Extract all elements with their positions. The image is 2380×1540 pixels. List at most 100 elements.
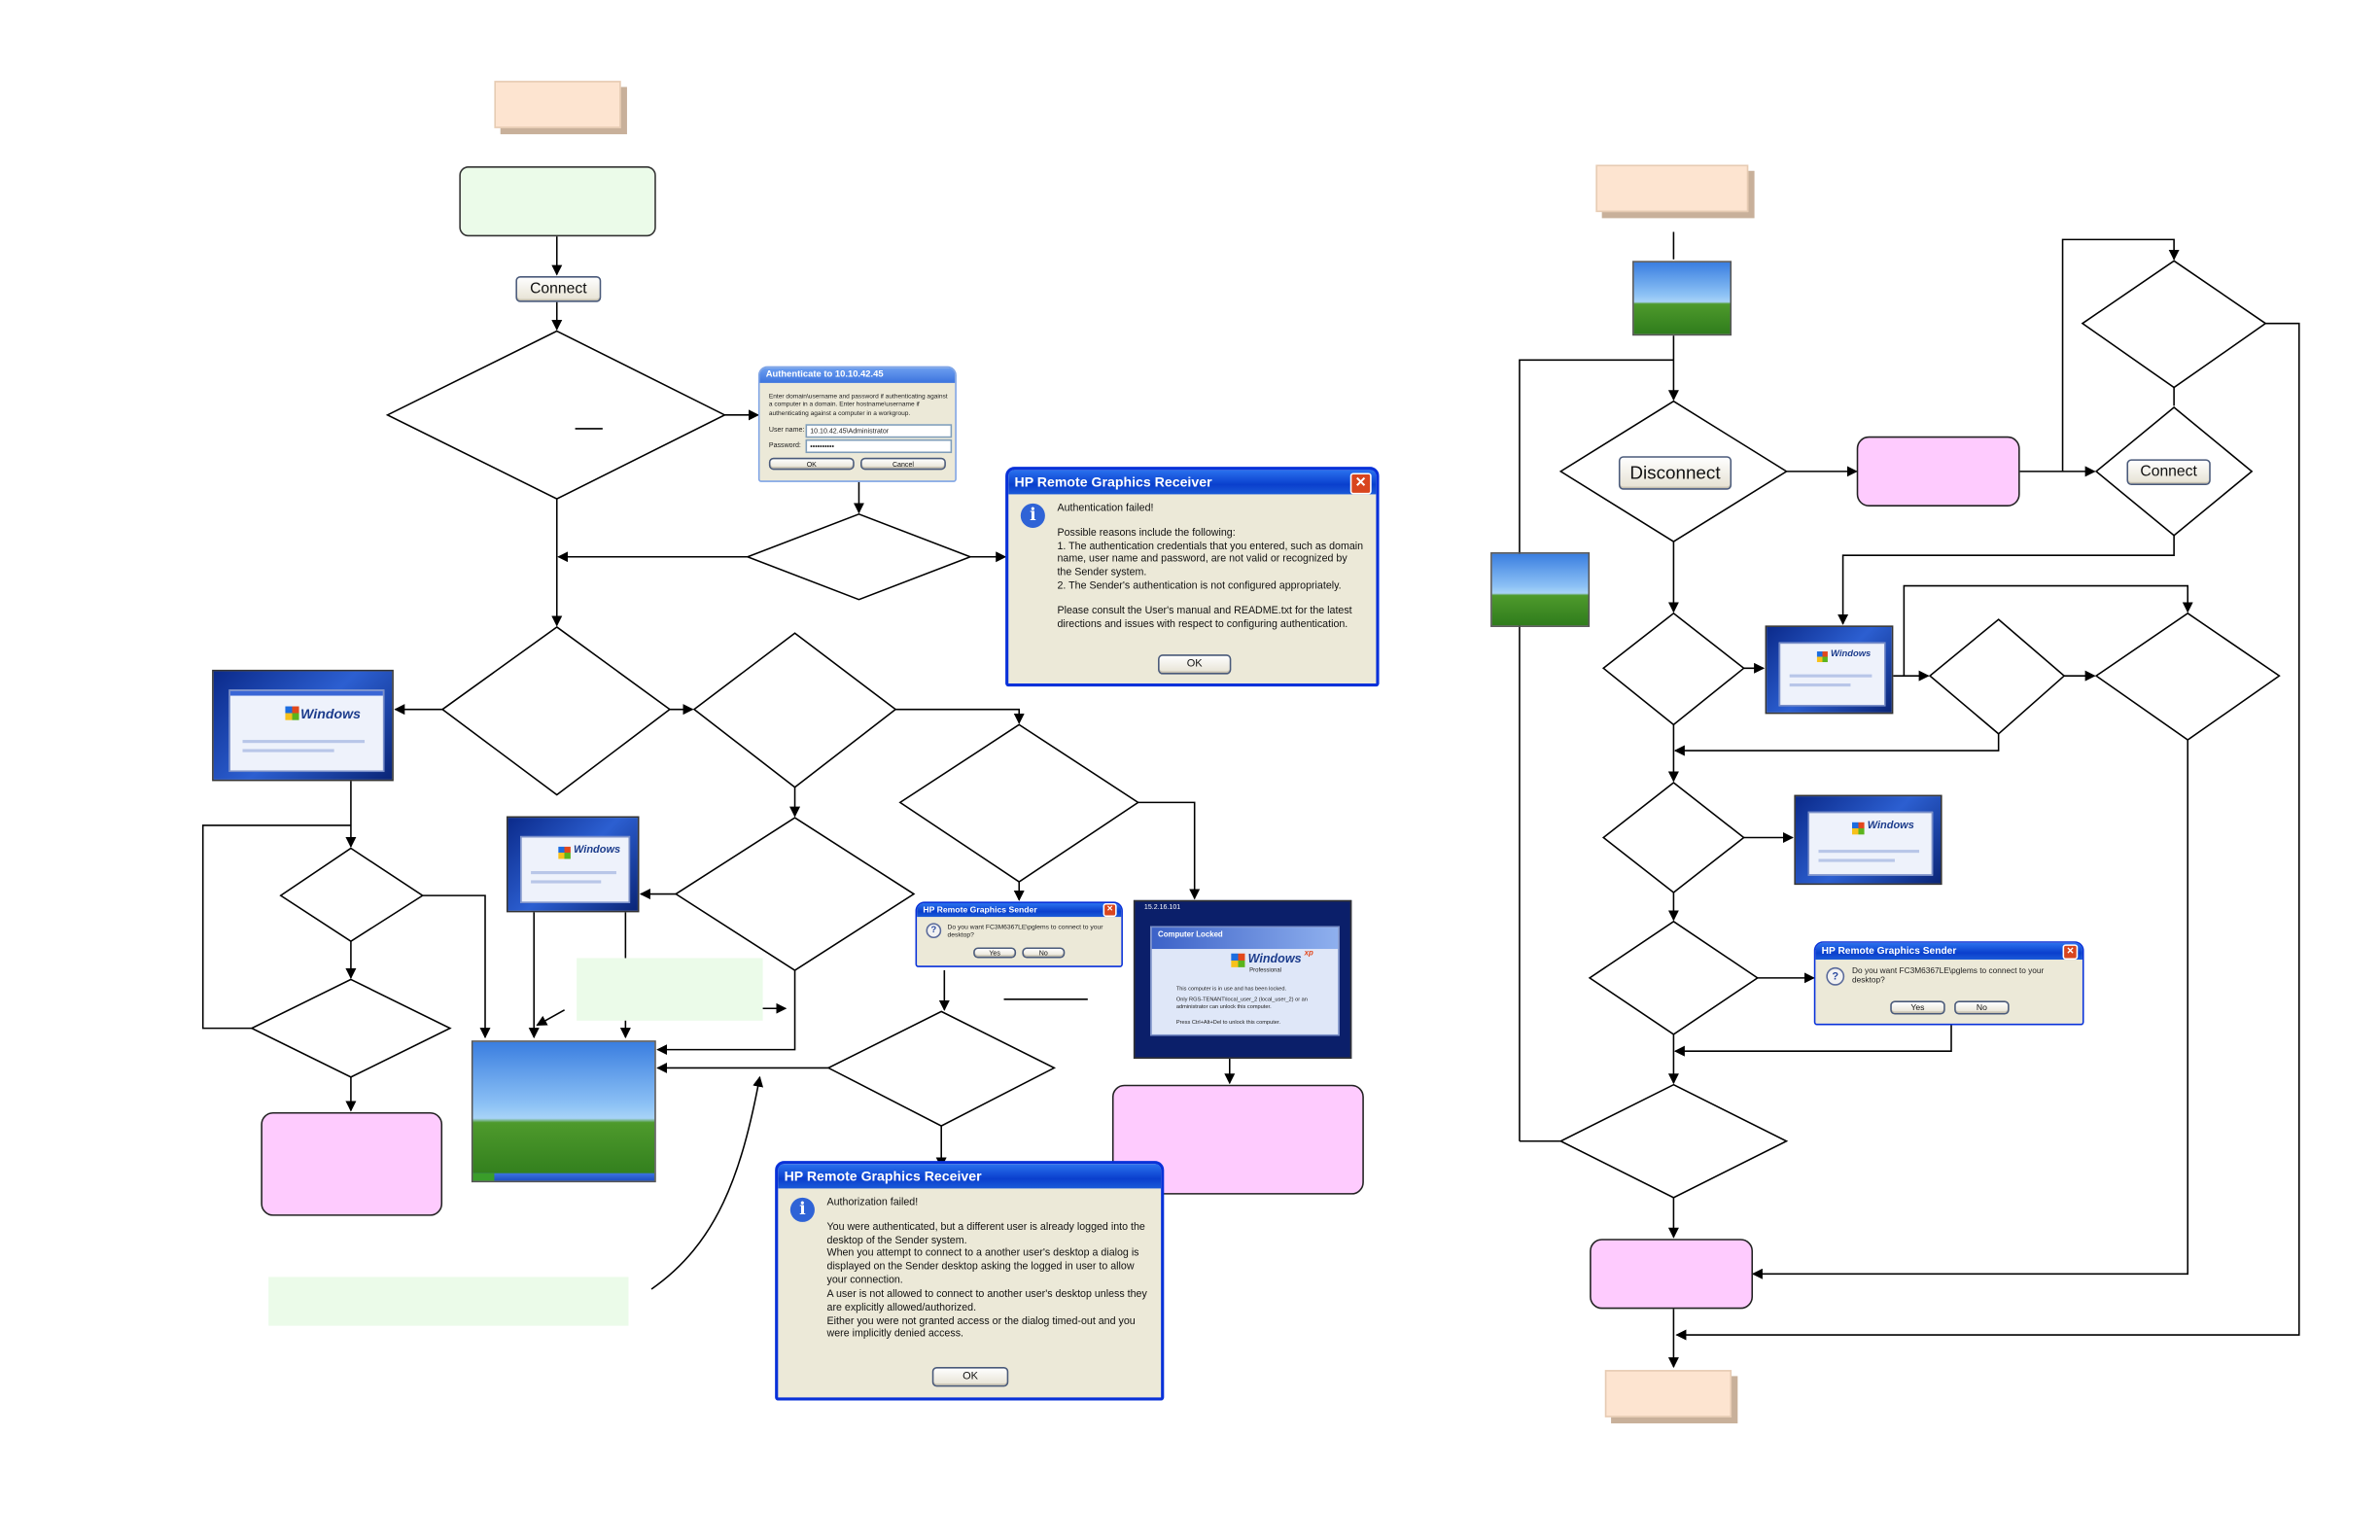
process-box-right-2 [1590, 1239, 1754, 1310]
connect-button-label: Connect [530, 280, 587, 298]
locked-titlebar: 15.2.16.101 [1143, 902, 1181, 911]
desktop-thumbnail-top-right [1632, 261, 1732, 336]
disconnect-button-label: Disconnect [1629, 462, 1721, 484]
authenticate-dialog: Authenticate to 10.10.42.45 Enter domain… [757, 366, 957, 482]
auth-failed-reason-1: 1. The authentication credentials that y… [1057, 541, 1364, 579]
locked-hint: Press Ctrl+Alt+Del to unlock this comput… [1175, 1019, 1281, 1026]
logon-dialog-thumbnail: Windows [506, 816, 640, 913]
username-label: User name: [768, 425, 805, 434]
decision-diamond-r9 [1558, 1083, 1789, 1199]
sender-dialog-right-title: HP Remote Graphics Sender [1821, 945, 1957, 957]
locked-body-2: Only RGS-TENANT\local_user_2 (local_user… [1175, 996, 1308, 1010]
welcome-screen-thumbnail: Windows [212, 669, 394, 782]
decision-diamond-9 [826, 1010, 1057, 1127]
process-box-right-1 [1856, 436, 2020, 507]
connect-button[interactable]: Connect [515, 276, 602, 302]
auth-failed-title-bar: HP Remote Graphics Receiver ✕ [1008, 470, 1377, 495]
auth-ok-button[interactable]: OK [768, 457, 855, 471]
windows-logo-text: Windows [1831, 649, 1872, 659]
note-box-start [459, 166, 656, 237]
decision-diamond-6 [674, 817, 916, 971]
windows-logo-text: Windows [574, 845, 621, 857]
connect-button-right[interactable]: Connect [2126, 459, 2211, 486]
close-icon[interactable]: ✕ [1102, 902, 1117, 918]
locked-heading: Computer Locked [1158, 930, 1223, 940]
windows-logo-text: Windows [1867, 821, 1914, 832]
authz-failed-title-bar: HP Remote Graphics Receiver [778, 1164, 1162, 1189]
authz-failed-heading: Authorization failed! [826, 1197, 919, 1208]
auth-failed-heading: Authentication failed! [1057, 503, 1154, 514]
desktop-thumbnail-side-right [1490, 552, 1591, 627]
logon-dialog-thumbnail-right: Windows [1765, 625, 1894, 715]
windows-logo-text: Windows [300, 706, 361, 722]
decision-diamond-2 [745, 512, 973, 601]
decision-diamond-r8 [1588, 920, 1760, 1035]
authentication-failed-dialog: HP Remote Graphics Receiver ✕ i Authenti… [1005, 467, 1380, 687]
terminator-end-right [1604, 1370, 1732, 1418]
process-box-left [261, 1111, 443, 1216]
auth-failed-body: i Authentication failed! Possible reason… [1008, 494, 1376, 642]
info-icon: i [1020, 503, 1045, 528]
windows-edition-text: Professional [1249, 966, 1281, 974]
authz-failed-ok-button[interactable]: OK [931, 1367, 1009, 1387]
sender-dialog-left-title: HP Remote Graphics Sender [923, 905, 1037, 915]
locked-body: This computer is in use and has been loc… [1175, 985, 1287, 992]
desktop-thumbnail [471, 1040, 656, 1183]
disconnect-button[interactable]: Disconnect [1618, 456, 1732, 490]
decision-diamond-8 [250, 978, 452, 1078]
windows-flag-icon [1816, 651, 1828, 663]
password-label: Password: [768, 440, 801, 449]
auth-failed-ok-button[interactable]: OK [1158, 654, 1232, 675]
windows-xp-text: xp [1304, 949, 1313, 959]
sender-right-yes-button[interactable]: Yes [1890, 1000, 1945, 1015]
windows-flag-icon [1852, 822, 1865, 835]
authz-failed-p2: When you attempt to connect to a another… [826, 1248, 1139, 1287]
windows-flag-icon [285, 706, 299, 720]
decision-diamond-1 [385, 330, 727, 501]
password-field[interactable]: •••••••••• [805, 438, 953, 454]
authz-failed-p1: You were authenticated, but a different … [826, 1221, 1145, 1246]
taskbar [472, 1172, 655, 1181]
decision-diamond-r6 [2094, 612, 2281, 742]
authz-failed-p4: Either you were not granted access or th… [826, 1315, 1136, 1341]
auth-failed-reason-2: 2. The Sender's authentication is not co… [1057, 581, 1342, 593]
question-icon: ? [1826, 966, 1845, 986]
authenticate-dialog-title: Authenticate to 10.10.42.45 [759, 368, 956, 383]
authorization-failed-dialog: HP Remote Graphics Receiver i Authorizat… [775, 1161, 1165, 1401]
question-icon: ? [926, 923, 942, 939]
close-icon[interactable]: ✕ [2062, 944, 2079, 961]
auth-failed-reasons-intro: Possible reasons include the following: [1057, 527, 1236, 539]
decision-diamond-7 [279, 847, 425, 943]
connect-button-right-label: Connect [2140, 464, 2197, 481]
decision-diamond-r2 [2081, 260, 2267, 389]
sender-left-yes-button[interactable]: Yes [973, 947, 1017, 959]
windows-logo-text: Windows [1247, 952, 1302, 966]
decision-diamond-3 [440, 625, 672, 796]
auth-failed-title: HP Remote Graphics Receiver [1014, 474, 1212, 490]
decision-diamond-r5 [1928, 618, 2066, 735]
sender-left-no-button[interactable]: No [1022, 947, 1066, 959]
auth-failed-consult: Please consult the User's manual and REA… [1057, 605, 1352, 630]
authz-failed-body: i Authorization failed! You were authent… [778, 1188, 1161, 1351]
sender-right-no-button[interactable]: No [1954, 1000, 2010, 1015]
terminator-start-left [494, 81, 621, 128]
decision-diamond-5 [898, 723, 1140, 883]
sender-dialog-right-question: Do you want FC3M6367LE\pglems to connect… [1852, 966, 2045, 986]
decision-diamond-r7 [1601, 782, 1745, 893]
authenticate-dialog-message: Enter domain\username and password if au… [768, 392, 948, 417]
sender-dialog-left: HP Remote Graphics Sender ✕ ? Do you wan… [915, 901, 1123, 967]
info-icon: i [789, 1197, 815, 1222]
sender-dialog-right: HP Remote Graphics Sender ✕ ? Do you wan… [1813, 941, 2084, 1026]
close-icon[interactable]: ✕ [1349, 472, 1372, 495]
windows-flag-icon [1231, 953, 1245, 967]
auth-cancel-button[interactable]: Cancel [860, 457, 946, 471]
note-box-2 [268, 1277, 629, 1326]
username-field[interactable]: 10.10.42.45\Administrator [805, 424, 953, 438]
decision-diamond-4 [692, 632, 897, 788]
authz-failed-title: HP Remote Graphics Receiver [784, 1169, 982, 1184]
start-button [472, 1172, 495, 1181]
note-box-1 [577, 958, 763, 1021]
decision-diamond-r4 [1601, 612, 1745, 726]
welcome-screen-thumbnail-right: Windows [1794, 794, 1942, 886]
computer-locked-thumbnail: 15.2.16.101 Computer Locked Windows xp P… [1133, 899, 1352, 1060]
